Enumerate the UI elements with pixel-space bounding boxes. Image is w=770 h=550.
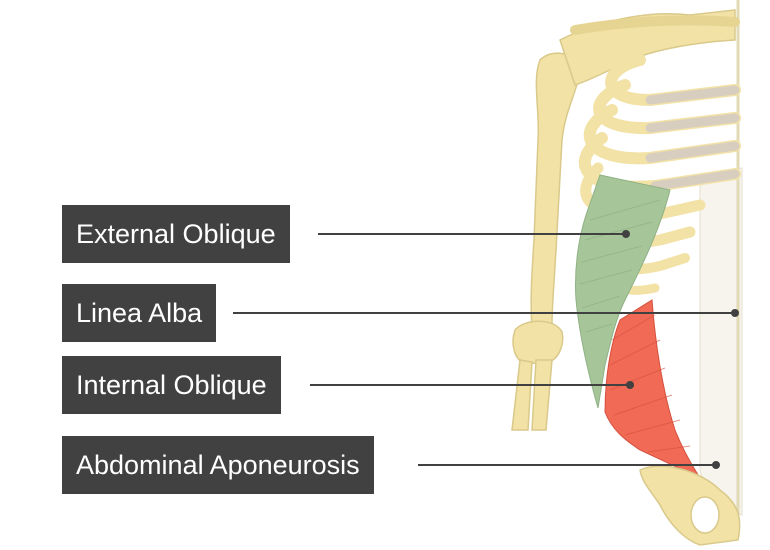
internal-oblique-fibers xyxy=(609,314,691,453)
label-internal-oblique-text: Internal Oblique xyxy=(76,369,267,400)
pointer-dot-linea-alba xyxy=(731,309,739,317)
label-linea-alba-text: Linea Alba xyxy=(76,297,203,328)
external-oblique-fibers xyxy=(579,199,661,333)
label-abdominal-aponeurosis-text: Abdominal Aponeurosis xyxy=(76,449,360,480)
ulna xyxy=(531,359,553,431)
pointer-dot-external-oblique xyxy=(622,230,630,238)
leader-dots xyxy=(622,230,739,469)
label-internal-oblique: Internal Oblique xyxy=(62,356,281,414)
humerus xyxy=(530,52,581,329)
obturator-foramen xyxy=(690,496,720,534)
clavicle xyxy=(570,15,740,35)
elbow xyxy=(512,320,564,365)
radius xyxy=(511,359,533,431)
label-external-oblique: External Oblique xyxy=(62,205,290,263)
label-external-oblique-text: External Oblique xyxy=(76,218,276,249)
pointer-dot-internal-oblique xyxy=(626,381,634,389)
abdominal-aponeurosis-sheet xyxy=(699,167,743,516)
label-linea-alba: Linea Alba xyxy=(62,284,217,342)
pointer-dot-abdominal-aponeurosis xyxy=(712,461,720,469)
leader-lines xyxy=(233,233,735,466)
label-abdominal-aponeurosis: Abdominal Aponeurosis xyxy=(62,436,374,494)
